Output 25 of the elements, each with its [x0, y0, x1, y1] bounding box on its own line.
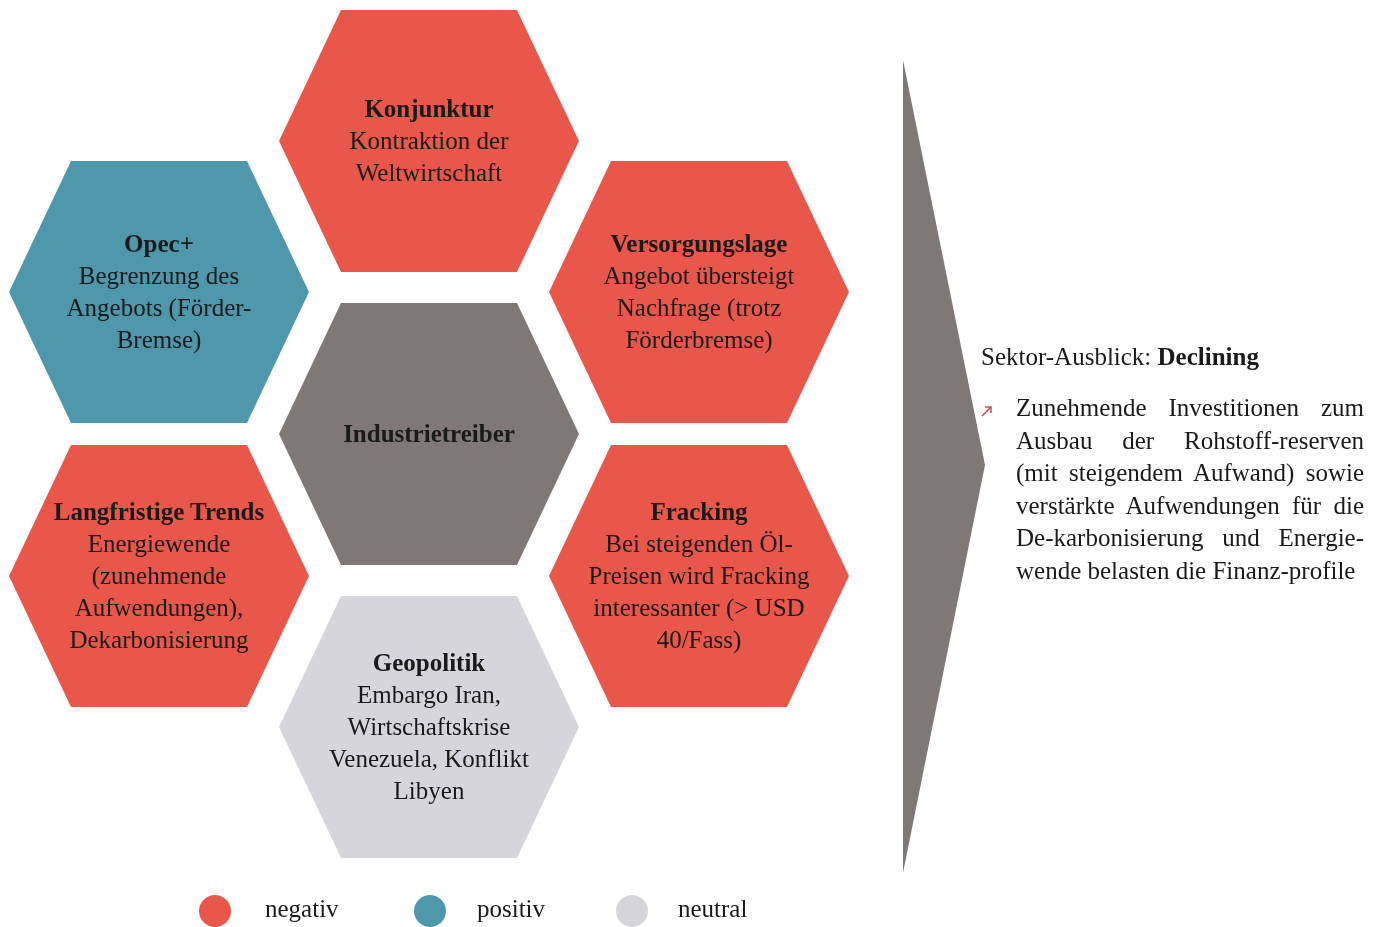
- hexagon: [9, 161, 309, 423]
- hexagon: [279, 10, 579, 272]
- hexagon-title: Fracking: [650, 497, 748, 527]
- outlook-heading: Sektor-Ausblick: Declining: [981, 342, 1259, 372]
- hexagon-text: Kontraktion der Weltwirtschaft: [348, 126, 510, 188]
- hexagon-title: Konjunktur: [364, 94, 494, 124]
- hexagon-title: Industrietreiber: [343, 419, 515, 449]
- legend-label: positiv: [477, 895, 546, 923]
- hexagon-title: Geopolitik: [372, 648, 486, 678]
- hexagon: [279, 303, 579, 565]
- legend-label: neutral: [678, 895, 748, 923]
- hexagon-text: Embargo Iran, Wirtschaftskrise Venezuela, Konflikt Libyen: [328, 680, 530, 806]
- hexagon: [549, 161, 849, 423]
- hexagon: [279, 596, 579, 858]
- hexagon-text: Begrenzung des Angebots (Förder-Bremse): [65, 261, 253, 355]
- hexagon: [9, 445, 309, 707]
- hexagon-text: Energiewende (zunehmende Aufwendungen), Dekarbonisierung: [68, 529, 250, 655]
- hexagon-text: Bei steigenden Öl-Preisen wird Fracking interessanter (> USD 40/Fass): [587, 529, 811, 655]
- hexagon-title: Opec+: [124, 229, 194, 259]
- hexagon-title: Versorgungslage: [610, 229, 788, 259]
- legend-label: negativ: [265, 895, 339, 923]
- hexagon: [549, 445, 849, 707]
- outlook-paragraph: Zunehmende Investitionen zum Ausbau der Rohstoff-reserven (mit steigendem Aufwand) sowie verstärkte Aufwendungen für die De-karbonisierung und Energie-wende belasten die Finanz-profile: [1016, 393, 1364, 586]
- hexagon-title: Langfristige Trends: [53, 497, 265, 527]
- hexagon-text: Angebot übersteigt Nachfrage (trotz Förderbremse): [602, 261, 796, 356]
